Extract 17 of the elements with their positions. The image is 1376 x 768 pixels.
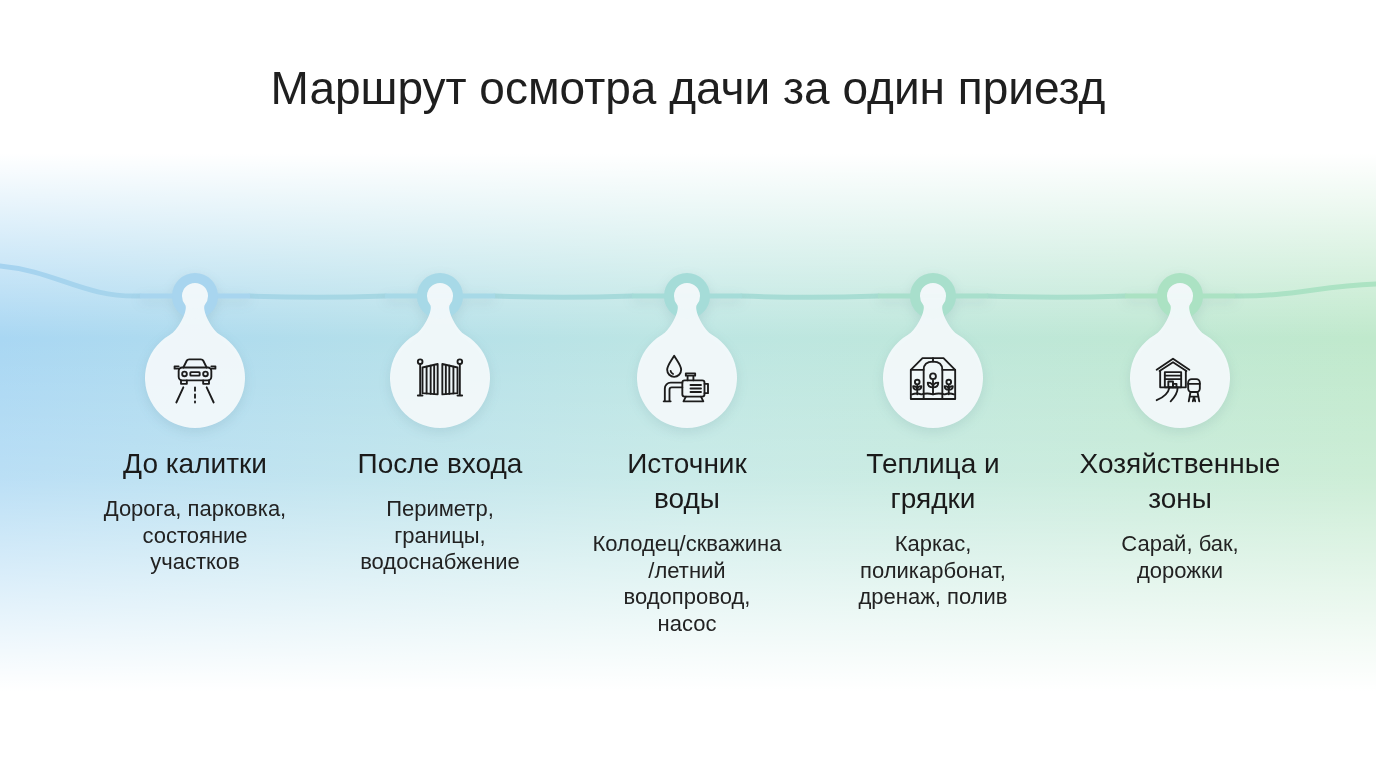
step-heading: Хозяйственные зоны — [1078, 447, 1282, 516]
step-description: Сарай, бак, дорожки — [1120, 531, 1240, 584]
route-line — [247, 293, 388, 300]
step-description: Дорога, парковка, состояние участков — [102, 496, 288, 576]
step-description: Колодец/скважина /летний водопровод, насос — [591, 531, 783, 637]
route-line — [0, 263, 143, 299]
step-heading: До калитки — [123, 447, 267, 481]
diagram-title: Маршрут осмотра дачи за один приезд — [270, 61, 1106, 116]
route-line — [492, 293, 635, 300]
step-heading: Теплица и грядки — [865, 447, 1001, 516]
step-heading: После входа — [357, 447, 523, 481]
route-line — [1232, 281, 1376, 299]
route-line — [985, 293, 1128, 300]
step-description: Периметр, границы, водоснабжение — [359, 496, 521, 576]
step-description: Каркас, поликарбонат, дренаж, полив — [857, 531, 1009, 611]
step-heading: Источник воды — [626, 447, 748, 516]
route-line — [739, 293, 881, 300]
